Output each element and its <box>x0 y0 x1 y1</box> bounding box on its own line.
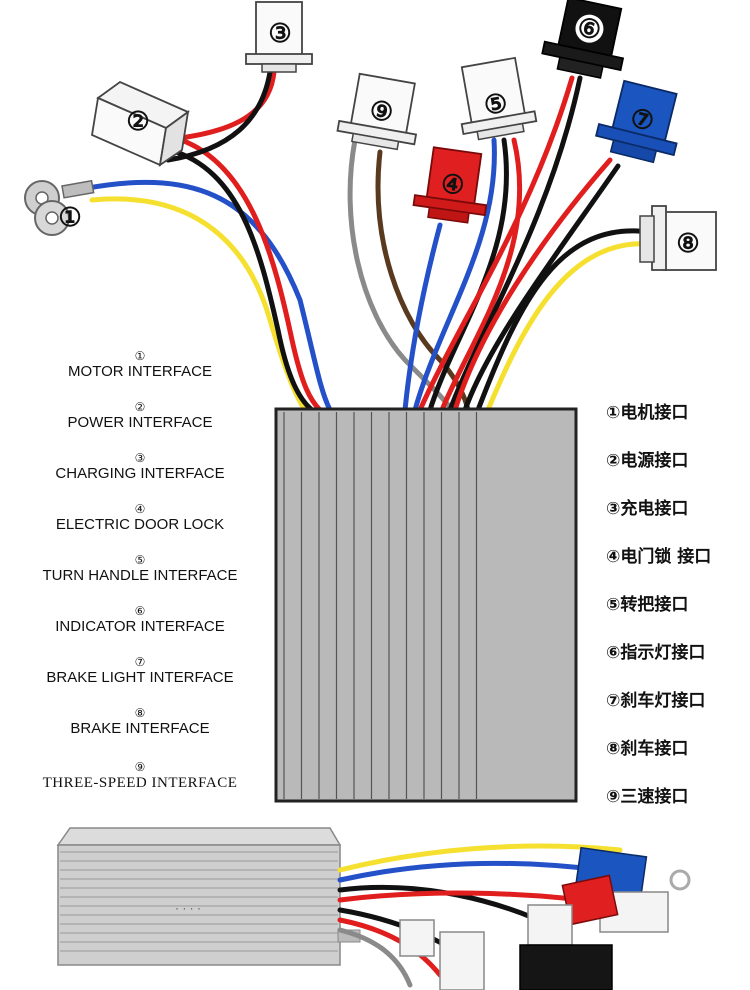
legend-en-number: ② <box>134 400 146 414</box>
connector-5-number: ⑤ <box>482 88 510 121</box>
connector-2-number: ② <box>126 107 149 136</box>
wire-power-red <box>172 135 323 413</box>
wire-brakelight-black <box>462 163 621 413</box>
legend-cn-item: ⑨三速接口 <box>606 787 689 807</box>
controller-fins <box>283 412 478 799</box>
legend-cn-item: ⑤转把接口 <box>606 595 689 615</box>
connector-5-turn-handle: ⑤ <box>460 56 538 141</box>
wire-handle-blue <box>412 137 497 413</box>
wire-indicator-red <box>417 75 575 413</box>
connector-6-indicator: ⑥ <box>541 0 625 79</box>
wire-speed-gray <box>347 137 455 413</box>
legend-en-item: ⑦ BRAKE LIGHT INTERFACE <box>0 656 280 687</box>
legend-en-item: ④ ELECTRIC DOOR LOCK <box>0 503 280 534</box>
connector-7-brake-light: ⑦ <box>595 79 678 164</box>
legend-en-item: ⑤ TURN HANDLE INTERFACE <box>0 554 280 585</box>
legend-en-number: ⑥ <box>134 604 146 618</box>
legend-en-label: INDICATOR INTERFACE <box>55 618 225 635</box>
legend-cn-item: ④电门锁 接口 <box>606 547 712 567</box>
legend-en-item: ⑨ THREE-SPEED INTERFACE <box>0 761 280 792</box>
legend-cn-item: ⑦刹车灯接口 <box>606 691 706 711</box>
connector-2-power: ② <box>91 80 190 167</box>
legend-en-number: ⑨ <box>134 760 146 774</box>
legend-en-number: ③ <box>134 451 146 465</box>
connector-1-motor: ① <box>24 179 95 236</box>
connector-9-three-speed: ⑨ <box>336 72 418 151</box>
controller-photo: · · · · <box>56 827 691 990</box>
controller-box <box>274 407 578 803</box>
legend-en-number: ⑤ <box>134 553 146 567</box>
legend-en-item: ⑧ BRAKE INTERFACE <box>0 707 280 738</box>
legend-en-label: BRAKE INTERFACE <box>70 720 210 737</box>
legend-cn-item: ①电机接口 <box>606 403 689 423</box>
wire-motor-blue <box>85 179 333 413</box>
wire-handle-red <box>439 137 523 413</box>
photo-fins <box>60 851 338 952</box>
wire-power-black <box>167 147 315 413</box>
legend-en-item: ① MOTOR INTERFACE <box>0 350 280 381</box>
wire-indicator-black <box>447 75 583 413</box>
legend-en-label: MOTOR INTERFACE <box>68 363 212 380</box>
legend-cn-item: ③充电接口 <box>606 499 689 519</box>
wire-charging-red <box>177 69 277 141</box>
legend-en-item: ③ CHARGING INTERFACE <box>0 452 280 483</box>
legend-en-label: BRAKE LIGHT INTERFACE <box>46 669 234 686</box>
legend-en-label: TURN HANDLE INTERFACE <box>42 567 238 584</box>
legend-en-number: ⑦ <box>134 655 146 669</box>
connector-9-number: ⑨ <box>367 95 395 128</box>
wire-brakelight-red <box>452 157 613 413</box>
wire-lock-blue <box>402 222 443 413</box>
legend-en-item: ⑥ INDICATOR INTERFACE <box>0 605 280 636</box>
photo-dots: · · · · <box>175 901 201 915</box>
legend-en-label: POWER INTERFACE <box>67 414 213 431</box>
connector-3-charging: ③ <box>245 1 313 73</box>
legend-en-label: THREE-SPEED INTERFACE <box>42 775 238 791</box>
wire-charging-black <box>165 69 273 163</box>
legend-en-label: ELECTRIC DOOR LOCK <box>55 516 225 533</box>
legend-cn-item: ⑥指示灯接口 <box>606 643 706 663</box>
legend-cn-item: ⑧刹车接口 <box>606 739 689 759</box>
connector-4-number: ④ <box>439 169 466 201</box>
legend-en-item: ② POWER INTERFACE <box>0 401 280 432</box>
connector-4-door-lock: ④ <box>412 146 488 224</box>
connector-8-brake: ⑧ <box>639 205 717 271</box>
legend-en-number: ① <box>134 349 146 363</box>
connector-3-number: ③ <box>268 19 291 48</box>
connector-1-number: ① <box>58 203 81 232</box>
connector-8-number: ⑧ <box>676 229 699 258</box>
legend-en-number: ④ <box>134 502 146 516</box>
wire-bundle <box>85 69 653 413</box>
wire-brake-yellow <box>485 241 653 413</box>
legend-cn-item: ②电源接口 <box>606 451 689 471</box>
wire-brake-black <box>475 228 653 413</box>
legend-en-label: CHARGING INTERFACE <box>55 465 225 482</box>
legend-en-number: ⑧ <box>134 706 146 720</box>
